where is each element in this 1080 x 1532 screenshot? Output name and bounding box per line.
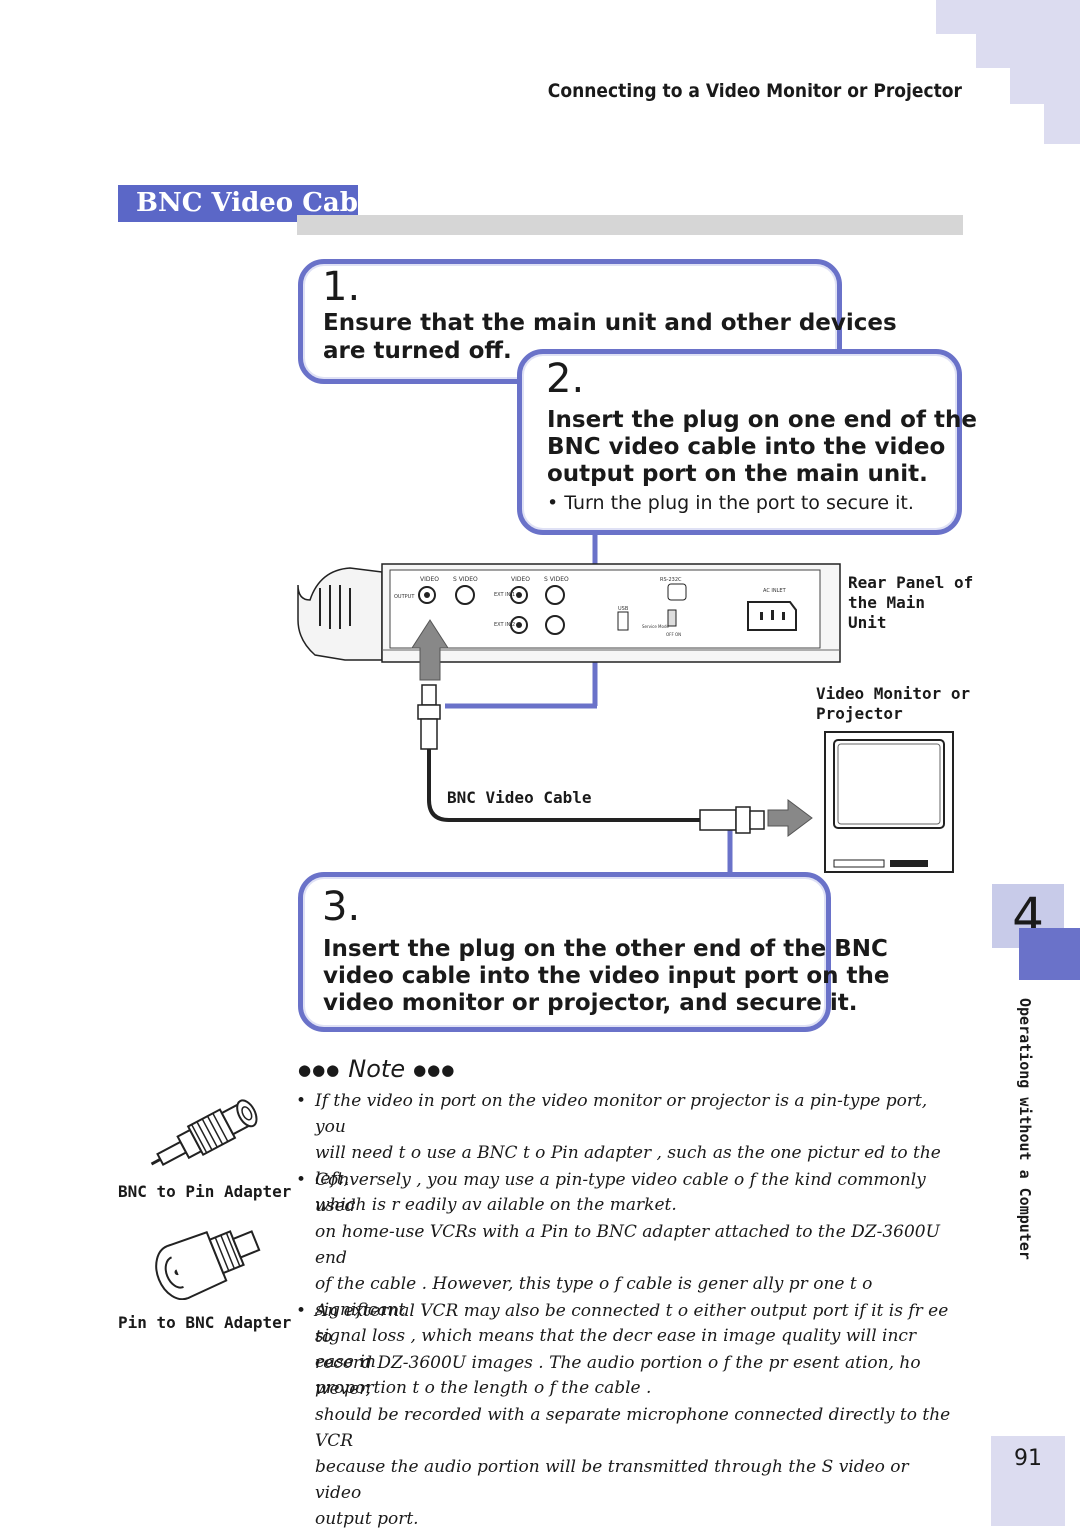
monitor-label-line-2: Projector (816, 704, 903, 723)
step-2-line-2: BNC video cable into the video (547, 434, 946, 460)
corner-decoration-4 (1044, 0, 1080, 144)
bullet-icon: • (296, 1091, 307, 1111)
monitor-label-line-1: Video Monitor or (816, 684, 971, 703)
step-3-line-1: Insert the plug on the other end of the … (323, 936, 888, 962)
rear-panel: VIDEO S VIDEO OUTPUT VIDEO S VIDEO EXT I… (297, 563, 841, 663)
connection-diagram: VIDEO S VIDEO OUTPUT VIDEO S VIDEO EXT I… (297, 535, 954, 875)
step-3-line-3: video monitor or projector, and secure i… (323, 990, 858, 1016)
bnc-to-pin-adapter-icon (150, 1099, 258, 1167)
step-3-box (298, 872, 831, 1032)
bnc-to-pin-adapter-label: BNC to Pin Adapter (118, 1182, 292, 1201)
step-2-box (517, 349, 962, 535)
step-1-line-2: are turned off. (323, 338, 512, 364)
step-3-line-2: video cable into the video input port on… (323, 963, 890, 989)
note-bullet-3: • An external VCR may also be connected … (296, 1298, 956, 1532)
bullet-icon: • (296, 1170, 307, 1190)
note-bullet-2-line-2: on home-use VCRs with a Pin to BNC adapt… (315, 1222, 940, 1268)
section-title: BNC Video Cable (118, 185, 384, 222)
panel-label-s-video: S VIDEO (453, 576, 478, 583)
note-bullet-3-line-2: record DZ-3600U images . The audio porti… (315, 1353, 921, 1399)
note-bullet-3-line-3: should be recorded with a separate micro… (315, 1405, 951, 1451)
step-2-line-3: output port on the main unit. (547, 461, 928, 487)
panel-label-ext-in-2: EXT IN 2 (494, 622, 515, 628)
panel-label-s-video-2: S VIDEO (544, 576, 569, 583)
note-heading: ●●● Note ●●● (298, 1055, 455, 1083)
pin-to-bnc-adapter-icon (155, 1230, 261, 1300)
rear-panel-label-line-1: Rear Panel of (848, 573, 974, 592)
note-bullet-1-line-2: will need t o use a BNC t o Pin adapter … (315, 1143, 941, 1189)
page-number-tab (991, 1436, 1065, 1526)
panel-label-ext-in-1: EXT IN 1 (494, 592, 515, 598)
note-bullet-3-line-4: because the audio portion will be transm… (315, 1457, 909, 1503)
note-bullet-2-line-1: Conversely , you may use a pin-type vide… (315, 1170, 926, 1216)
cable-label: BNC Video Cable (447, 788, 592, 807)
rear-panel-label-line-2: the Main (848, 593, 926, 612)
panel-label-service: Service Mode (642, 624, 669, 629)
step-3-number: 3. (322, 884, 361, 930)
bullet-icon: • (296, 1301, 307, 1321)
note-bullet-3-line-1: An external VCR may also be connected t … (315, 1301, 949, 1347)
panel-label-rs232c: RS-232C (660, 577, 682, 583)
rear-panel-label-line-3: Unit (848, 613, 887, 632)
chapter-tab (1019, 928, 1080, 980)
note-dots-right-icon: ●●● (413, 1061, 456, 1079)
step-2-sub: • Turn the plug in the port to secure it… (547, 492, 914, 514)
step-1-line-1: Ensure that the main unit and other devi… (323, 310, 897, 336)
video-monitor (824, 731, 954, 873)
note-bullet-1-line-1: If the video in port on the video monito… (315, 1091, 928, 1137)
panel-label-usb: USB (618, 606, 629, 612)
step-1-number: 1. (322, 264, 361, 310)
note-bullet-2: • Conversely , you may use a pin-type vi… (296, 1167, 956, 1401)
note-bullet-2-line-3: of the cable . However, this type o f ca… (315, 1274, 873, 1320)
note-bullet-3-line-5: output port. (315, 1509, 419, 1529)
note-bullet-1: • If the video in port on the video moni… (296, 1088, 956, 1218)
note-dots-left-icon: ●●● (298, 1061, 341, 1079)
panel-label-off-on: OFF ON (666, 632, 681, 637)
note-bullet-2-line-5: proportion t o the length o f the cable … (315, 1378, 652, 1398)
panel-label-video-2: VIDEO (511, 576, 530, 583)
step-2-number: 2. (546, 356, 585, 402)
step-2-line-1: Insert the plug on one end of the (547, 407, 977, 433)
note-bullet-1-line-3: which is r eadily av ailable on the mark… (315, 1195, 677, 1215)
pin-to-bnc-adapter-label: Pin to BNC Adapter (118, 1313, 292, 1332)
panel-label-ac-inlet: AC INLET (763, 588, 787, 594)
chapter-title: Operationg without a Computer (1016, 998, 1034, 1260)
note-bullet-2-line-4: signal loss , which means that the decr … (315, 1326, 917, 1372)
note-title: Note (348, 1055, 406, 1083)
panel-label-video: VIDEO (420, 576, 439, 583)
section-rule (297, 215, 963, 235)
panel-label-output: OUTPUT (394, 594, 415, 600)
page-number: 91 (1014, 1446, 1042, 1471)
running-header: Connecting to a Video Monitor or Project… (547, 80, 962, 102)
